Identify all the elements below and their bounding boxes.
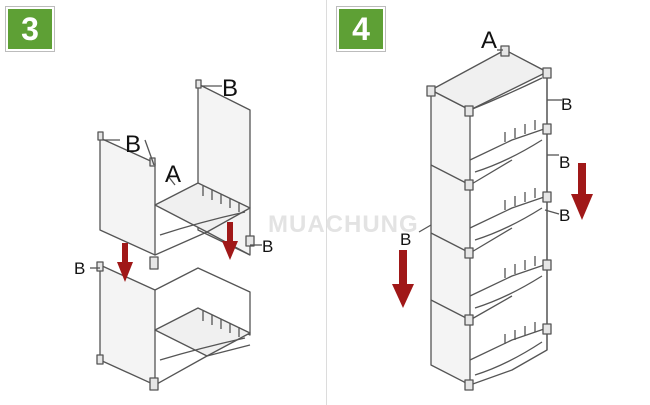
step-3-panel: 3 <box>6 0 327 405</box>
part-label-b: B <box>400 230 411 249</box>
part-label-b: B <box>561 95 572 114</box>
part-label-b: B <box>559 206 570 225</box>
step-4-panel: 4 <box>327 0 650 405</box>
down-arrow-icon <box>571 163 593 220</box>
down-arrow-icon <box>392 250 414 308</box>
step-3-diagram: B B A B B <box>74 75 273 391</box>
step-number-badge: 4 <box>337 7 385 51</box>
part-label-b: B <box>559 153 570 172</box>
step-4-diagram: A B B B B <box>392 27 593 391</box>
part-label-a: A <box>165 161 181 188</box>
part-label-b: B <box>74 259 85 278</box>
step-number-badge: 3 <box>6 7 54 51</box>
down-arrow-icon <box>222 222 238 260</box>
part-label-b: B <box>262 237 273 256</box>
down-arrow-icon <box>117 243 133 282</box>
part-label-b: B <box>222 75 238 102</box>
part-label-b: B <box>125 131 141 158</box>
part-label-a: A <box>481 27 497 54</box>
